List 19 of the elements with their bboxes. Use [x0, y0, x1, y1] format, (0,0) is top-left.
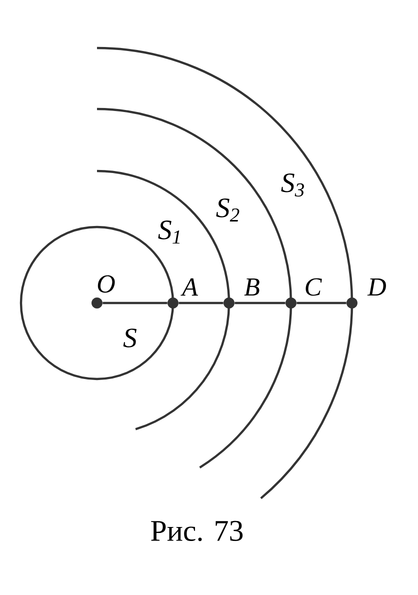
segment [178, 302, 224, 304]
region-label: S$_{2}$ [216, 198, 240, 222]
region-label: S$_{3}$ [281, 173, 304, 197]
point [286, 298, 296, 308]
point-label: A [180, 278, 198, 296]
segment [234, 302, 286, 304]
point [224, 298, 234, 308]
point [168, 298, 178, 308]
region-label: S$_{1}$ [158, 220, 180, 244]
caption: Рис. 73 [151, 520, 243, 542]
segment [102, 302, 168, 304]
region-label: S [123, 328, 137, 348]
segment [296, 302, 346, 304]
point-label: C [306, 278, 322, 296]
point [346, 298, 358, 308]
point [92, 298, 102, 308]
point-label: D [367, 278, 386, 296]
point-label: B [244, 278, 260, 296]
point-label: O [98, 275, 115, 293]
